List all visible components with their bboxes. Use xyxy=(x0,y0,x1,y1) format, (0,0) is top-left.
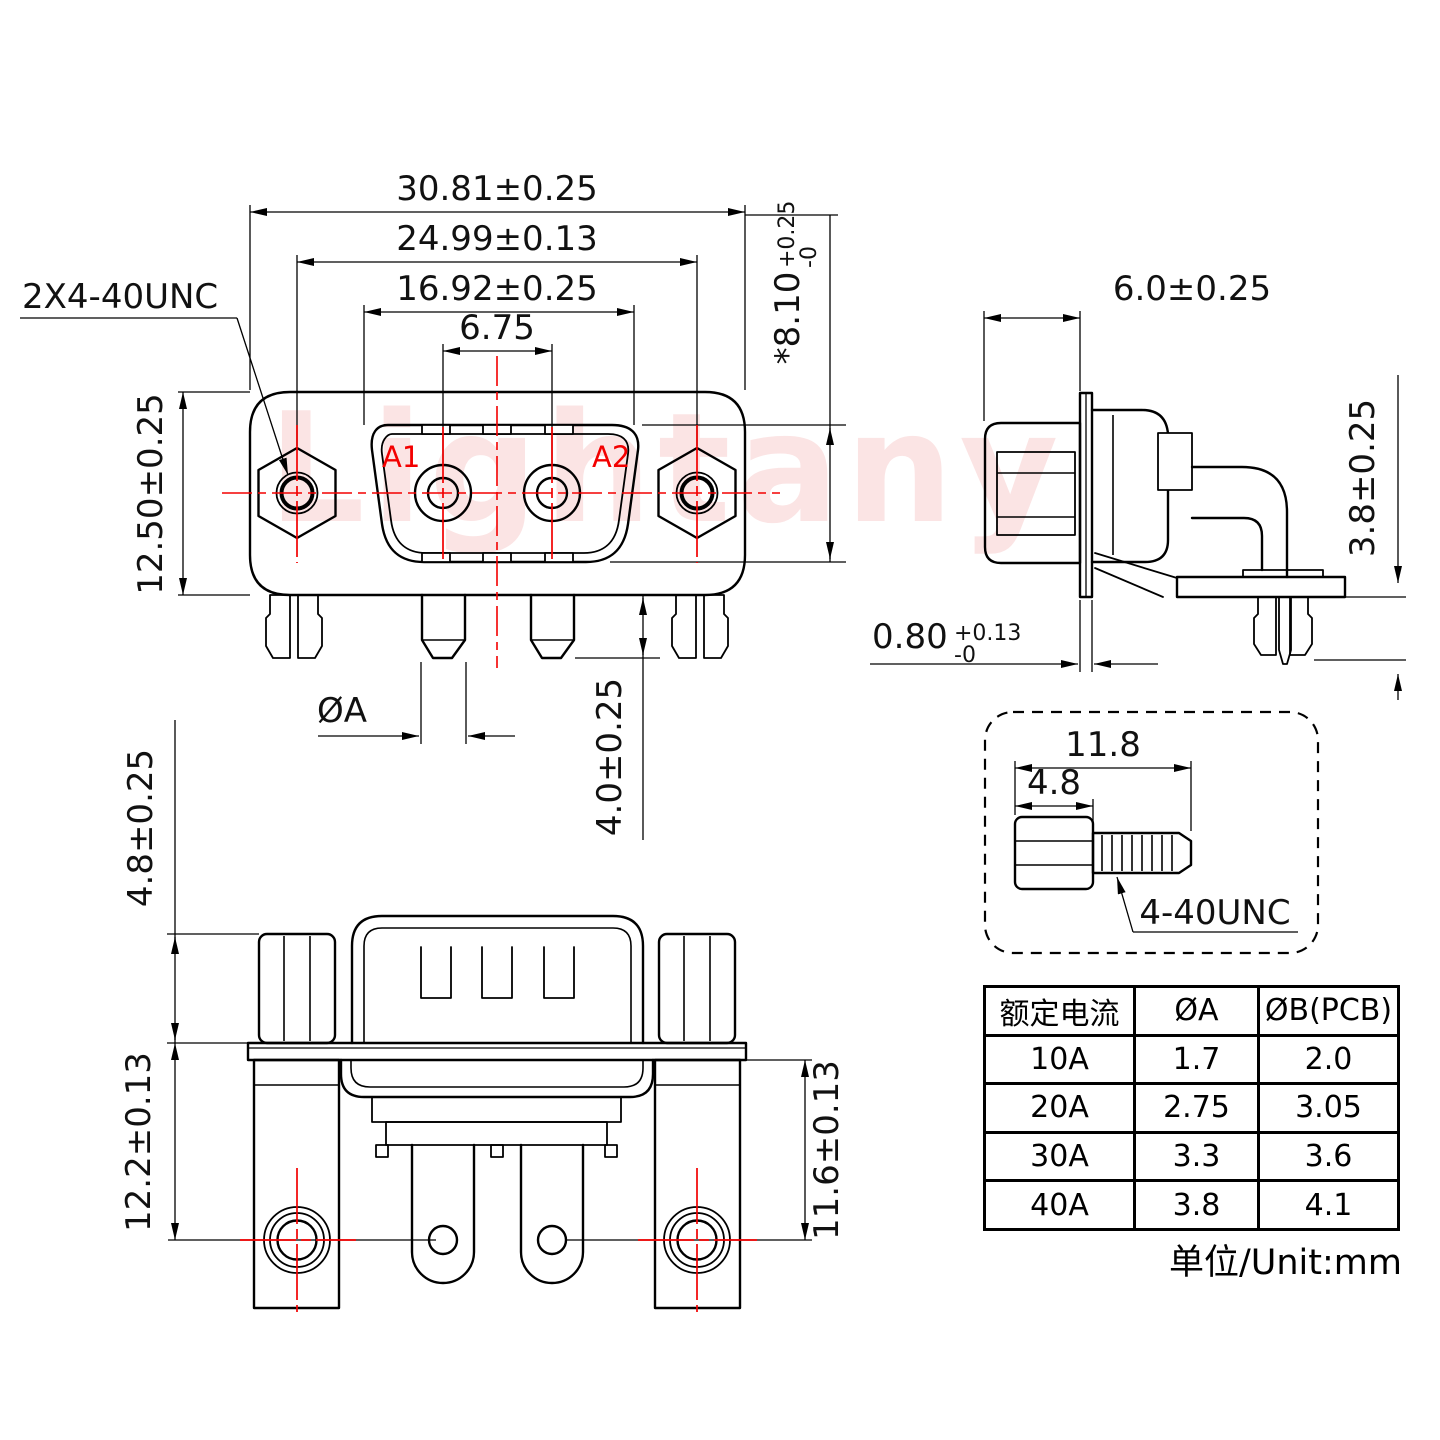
dim-flange-tol-minus: -0 xyxy=(954,643,976,668)
side-boot-step xyxy=(1157,432,1193,491)
screw-head xyxy=(1013,815,1095,891)
table-row: 30A 3.3 3.6 xyxy=(983,1130,1400,1183)
table-row: 20A 2.75 3.05 xyxy=(983,1082,1400,1134)
col-header-dia-a: ØA xyxy=(1133,985,1260,1037)
side-hex-nut xyxy=(996,451,1076,536)
dim-screw-length: 11.8 xyxy=(1065,725,1141,765)
dim-shroud-width: 16.92±0.25 xyxy=(396,269,598,309)
dim-screw-head: 4.8 xyxy=(1027,763,1081,803)
bv-slots xyxy=(420,946,575,999)
cell: 3.05 xyxy=(1257,1082,1400,1134)
shroud-outer xyxy=(370,423,640,564)
mounting-peg-left xyxy=(265,594,323,659)
side-view: 6.0±0.25 3.8±0.25 0.80 +0.13 -0 xyxy=(870,269,1406,700)
dim-depth: 6.0±0.25 xyxy=(1113,269,1271,309)
bottom-centerlines xyxy=(240,1168,757,1312)
bv-housing-outer xyxy=(350,914,645,1045)
solder-pin-left xyxy=(420,593,467,660)
cell: 1.7 xyxy=(1133,1033,1260,1086)
screw-thread-label: 4-40UNC xyxy=(1139,893,1290,933)
bv-shroud-inner xyxy=(350,1060,644,1088)
pin-label-a2: A2 xyxy=(592,440,630,474)
side-peg xyxy=(1253,596,1313,665)
bv-nut-left xyxy=(257,932,337,1045)
bv-shroud-outer xyxy=(339,1058,655,1099)
dim-shroud-height-tol-minus: -0 xyxy=(797,246,822,268)
pin-label-a1: A1 xyxy=(382,440,420,474)
front-view: 30.81±0.25 24.99±0.13 16.92±0.25 6.75 12… xyxy=(20,169,846,840)
cell: 2.75 xyxy=(1133,1082,1260,1134)
bv-housing-inner xyxy=(363,927,632,1043)
side-elbow-outer xyxy=(1190,465,1289,579)
cell: 20A xyxy=(983,1082,1136,1134)
bv-step-tabs xyxy=(375,1144,618,1158)
bv-pin-left xyxy=(410,1143,476,1285)
front-centerlines xyxy=(222,356,780,668)
dim-flange-thickness: 0.80 xyxy=(872,617,948,657)
dim-screw-hole-depth: 12.2±0.13 xyxy=(119,1052,159,1232)
col-header-current: 额定电流 xyxy=(983,985,1136,1037)
screw-shaft xyxy=(1091,831,1193,875)
cell: 2.0 xyxy=(1257,1033,1400,1086)
cell: 4.1 xyxy=(1257,1179,1400,1231)
dim-flange-tol-plus: +0.13 xyxy=(954,621,1021,646)
table-row: 40A 3.8 4.1 xyxy=(983,1179,1400,1231)
dim-outer-width: 30.81±0.25 xyxy=(396,169,598,209)
dim-pin-center-depth: 11.6±0.13 xyxy=(807,1060,847,1240)
dim-nut-height: 4.8±0.25 xyxy=(121,749,161,907)
screw-threads xyxy=(1101,835,1173,871)
cell: 3.6 xyxy=(1257,1130,1400,1183)
spec-table: 额定电流 ØA ØB(PCB) 10A 1.7 2.0 20A 2.75 3.0… xyxy=(983,985,1400,1231)
side-boot xyxy=(1090,408,1170,564)
col-header-dia-b: ØB(PCB) xyxy=(1257,985,1400,1037)
dim-standoff-height: 3.8±0.25 xyxy=(1343,399,1383,557)
dim-screw-spacing: 24.99±0.13 xyxy=(396,219,598,259)
bv-pin-right xyxy=(519,1143,585,1285)
shroud-inner xyxy=(380,433,630,554)
bv-step2 xyxy=(385,1121,608,1146)
mounting-peg-right xyxy=(671,594,729,659)
thread-callout: 2X4-40UNC xyxy=(22,277,218,317)
cell: 10A xyxy=(983,1033,1136,1086)
bottom-view: 4.8±0.25 12.2±0.13 11.6±0.13 xyxy=(119,720,847,1312)
dim-pin-spacing: 6.75 xyxy=(459,308,535,348)
bv-nut-right xyxy=(657,932,737,1045)
dim-shroud-height-tol-plus: +0.25 xyxy=(775,201,800,268)
side-base-plate xyxy=(1175,575,1347,599)
bv-step1 xyxy=(371,1096,622,1123)
dim-shroud-height: *8.10 xyxy=(768,272,808,365)
inset-border xyxy=(983,710,1320,955)
unit-note: 单位/Unit:mm xyxy=(1168,1243,1402,1283)
side-shell xyxy=(983,421,1082,565)
cell: 3.3 xyxy=(1133,1130,1260,1183)
solder-pin-right xyxy=(529,593,576,660)
cell: 40A xyxy=(983,1179,1136,1231)
dim-pin-tip-length: 4.0±0.25 xyxy=(590,678,630,836)
table-header-row: 额定电流 ØA ØB(PCB) xyxy=(983,985,1400,1037)
side-elbow-inner xyxy=(1190,516,1264,572)
cell: 30A xyxy=(983,1130,1136,1183)
table-row: 10A 1.7 2.0 xyxy=(983,1033,1400,1086)
screw-detail-inset: 11.8 4.8 4-40UNC xyxy=(983,710,1320,955)
bv-flange xyxy=(246,1041,748,1062)
dim-body-height: 12.50±0.25 xyxy=(131,393,171,595)
dim-pin-diameter: ØA xyxy=(317,691,367,731)
cell: 3.8 xyxy=(1133,1179,1260,1231)
